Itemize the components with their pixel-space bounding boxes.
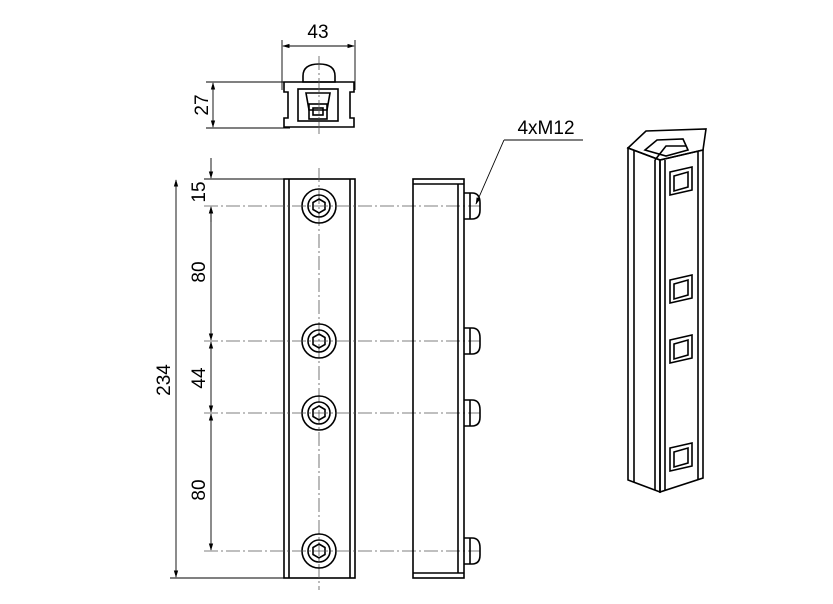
front-view: 15 80 44 80 234 [154,158,480,590]
bolt-side-1 [464,192,481,220]
dim-label-27: 27 [192,94,213,115]
bolt-side-2 [464,327,481,355]
iso-top-slot-inner [654,145,686,161]
nut-section [308,103,328,120]
bolt-side-3 [464,399,481,427]
side-outline [412,178,465,579]
side-view: 4xM12 [412,118,583,579]
top-view: 43 27 [192,22,356,134]
bolt-side-4 [464,537,481,565]
callout-leader [475,139,505,205]
dim-label-80-a: 80 [189,261,210,282]
iso-right-face [659,148,704,494]
dim-label-15: 15 [189,181,210,202]
iso-top-slot [643,138,690,157]
iso-slot-3 [669,333,693,365]
profile-outline [283,81,355,128]
iso-slot-2 [669,273,693,305]
dim-label-234: 234 [154,364,175,396]
nut-core [312,107,324,116]
isometric-view [626,128,707,494]
front-outline [283,178,356,579]
dim-label-80-b: 80 [189,479,210,500]
bolt-cap [302,63,336,83]
iso-slot-1 [669,165,693,197]
slot-outline [297,88,339,122]
iso-slot-4 [669,441,693,473]
callout-bolts-label: 4xM12 [517,118,574,139]
dim-label-44: 44 [189,367,210,389]
dim-label-43: 43 [307,22,328,43]
